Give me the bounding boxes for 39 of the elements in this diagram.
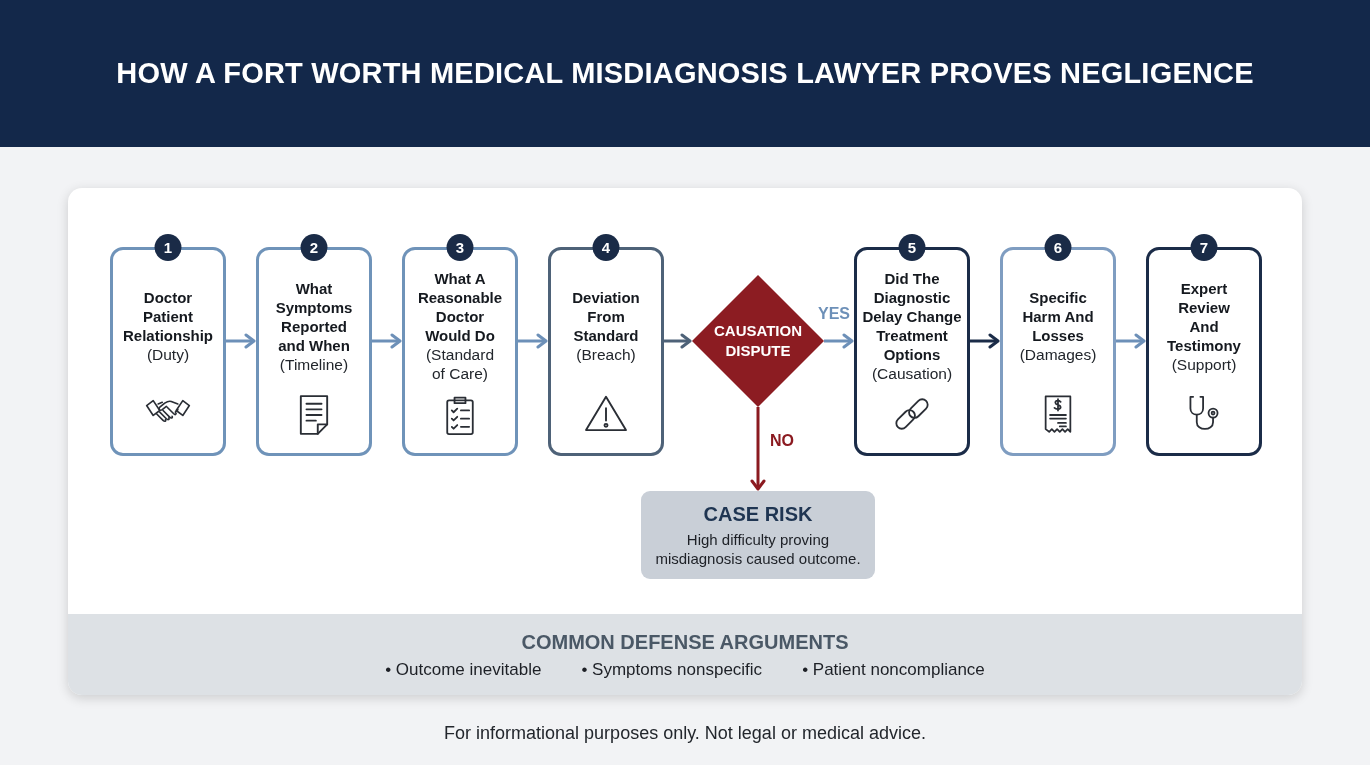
arrow: [518, 333, 548, 349]
footer-note: For informational purposes only. Not legal or medical advice.: [444, 723, 926, 743]
arrow: [824, 333, 854, 349]
step-category: (Duty): [146, 345, 190, 364]
arrow: [372, 333, 402, 349]
bullet-item: • Patient noncompliance: [802, 659, 985, 680]
arrow: [1116, 333, 1146, 349]
bullet-item: • Outcome inevitable: [385, 659, 542, 680]
step-number: 6: [1044, 234, 1072, 261]
step-category: (Breach): [576, 345, 636, 364]
step-category: (Timeline): [279, 354, 349, 374]
step-category: (Causation): [871, 364, 953, 383]
step-title: What A Reasonable Doctor Would Do: [416, 269, 504, 345]
step-title: Specific Harm And Losses: [1021, 288, 1095, 345]
arrow: [750, 407, 766, 491]
step-category: (Standard of Care): [424, 345, 496, 383]
arrow: [970, 333, 1000, 349]
step-title: Deviation From Standard: [571, 288, 641, 345]
step-number: 4: [592, 234, 620, 261]
title: HOW A FORT WORTH MEDICAL MISDIAGNOSIS LAWYER PROVES NEGLIGENCE: [116, 57, 1254, 90]
step-title: What Symptoms Reported and When: [274, 278, 354, 355]
step-number: 1: [154, 234, 182, 261]
step-number: 5: [898, 234, 926, 261]
step-number: 2: [300, 234, 328, 261]
arrow: [226, 333, 256, 349]
band-heading: COMMON DEFENSE ARGUMENTS: [521, 629, 849, 654]
callout-text: High difficulty proving misdiagnosis caused outcome.: [654, 530, 862, 568]
risk-callout: [641, 491, 875, 579]
info-band: [68, 614, 1302, 695]
decision-label: CAUSATION DISPUTE: [712, 321, 804, 361]
step-title: Did The Diagnostic Delay Change Treatment Options: [861, 269, 963, 364]
arrow: [664, 333, 692, 349]
step-number: 7: [1190, 234, 1218, 261]
step-category: (Support): [1171, 354, 1237, 374]
step-title: Doctor Patient Relationship: [122, 288, 214, 345]
bullet-item: • Symptoms nonspecific: [581, 659, 763, 680]
callout-heading: CASE RISK: [703, 502, 813, 526]
step-title: Expert Review And Testimony: [1166, 278, 1242, 355]
step-category: (Damages): [1019, 345, 1097, 364]
